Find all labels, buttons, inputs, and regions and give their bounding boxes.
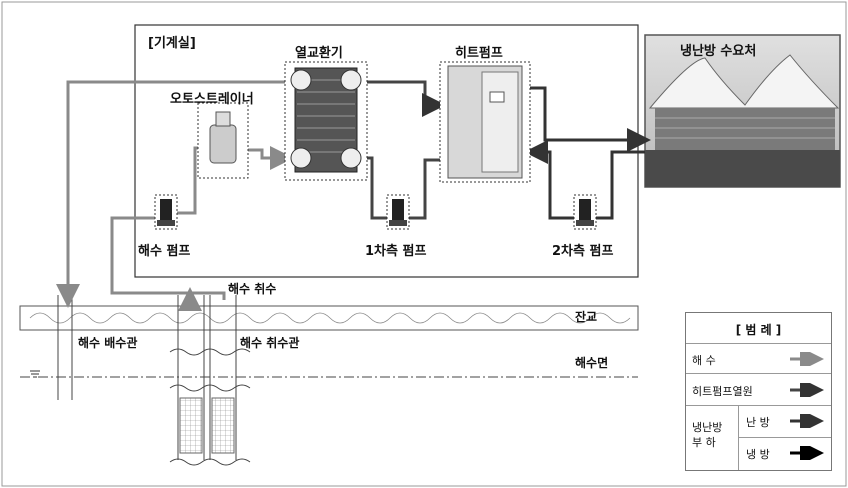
pier-structure [19, 305, 639, 331]
legend-cooling-label: 냉 방 [746, 448, 770, 461]
machine-room-label: [기계실] [148, 36, 196, 51]
intake-pipes [169, 295, 251, 466]
secondary-pump-icon [573, 194, 597, 230]
legend-seawater-label: 해 수 [692, 354, 716, 367]
demand-label: 냉난방 수요처 [680, 44, 757, 59]
demand-building-photo [644, 34, 841, 188]
seawater-pump-label: 해수 펌프 [138, 244, 191, 259]
legend-row-load: 냉난방 부 하 난 방 냉 방 [686, 405, 831, 470]
legend-heat-source-arrow [790, 383, 824, 397]
legend-seawater-arrow [790, 352, 824, 366]
legend-row-heat-source: 히트펌프열원 [686, 373, 831, 406]
heat-exchanger-equipment [284, 61, 368, 181]
seawater-flow-lines [56, 80, 294, 311]
strainer-label: 오토스트레이너 [170, 92, 254, 107]
legend-row-seawater: 해 수 [686, 343, 831, 374]
legend-heat-source-label: 히트펌프열원 [692, 385, 753, 398]
sea-level-label: 해수면 [575, 356, 609, 370]
discharge-pipe [57, 295, 73, 400]
discharge-pipe-label: 해수 배수관 [78, 336, 138, 350]
legend-heating-label: 난 방 [746, 416, 770, 429]
primary-pump-label: 1차측 펌프 [365, 244, 427, 259]
load-heating-lines [524, 86, 651, 220]
pier-label: 잔교 [575, 310, 598, 324]
heat-exchanger-label: 열교환기 [295, 46, 343, 61]
heat-pump-equipment [439, 61, 531, 183]
legend-heating-arrow [790, 414, 824, 428]
intake-pipe-label: 해수 취수관 [240, 336, 300, 350]
primary-pump-icon [386, 194, 410, 230]
legend-load-label: 냉난방 부 하 [692, 421, 723, 449]
legend-box: [ 범 례 ] 해 수 히트펌프열원 냉난방 부 하 난 방 냉 방 [685, 312, 832, 471]
legend-title: [ 범 례 ] [735, 323, 782, 337]
seawater-pump-icon [154, 194, 178, 230]
legend-cooling-arrow [790, 446, 824, 460]
sea-level-symbol [30, 370, 40, 378]
intake-label: 해수 취수 [228, 282, 277, 296]
heat-pump-label: 히트펌프 [455, 46, 503, 61]
auto-strainer-equipment [197, 102, 249, 179]
secondary-pump-label: 2차측 펌프 [552, 244, 614, 259]
